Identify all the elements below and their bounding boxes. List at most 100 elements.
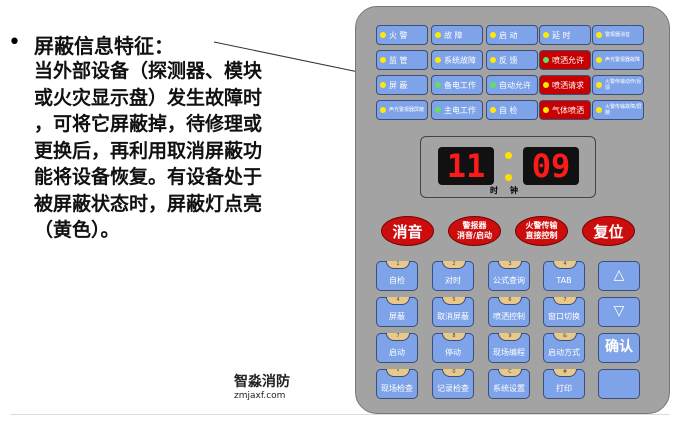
key-number: 0 [442, 369, 466, 377]
key-label: 现场编程 [493, 348, 525, 357]
watermark-name: 智淼消防 [234, 374, 290, 390]
key-label: 喷洒控制 [493, 312, 525, 321]
indicator-light: 备电工作 [431, 75, 483, 95]
key-number: 8 [442, 333, 466, 341]
indicator-light: 系统故障 [431, 50, 483, 70]
indicator-light: 火警传输故障/屏蔽 [592, 100, 644, 120]
keypad-key[interactable]: 6 喷洒控制 [488, 297, 530, 327]
indicator-light: 主电工作 [431, 100, 483, 120]
indicator-label: 备电工作 [444, 80, 476, 90]
indicator-light: 火警传输动作/反馈 [592, 75, 644, 95]
confirm-button[interactable]: 确认 [598, 333, 640, 363]
key-number: 2 [442, 261, 466, 269]
indicator-light: 喷洒允许 [539, 50, 591, 70]
key-number: 4 [553, 261, 577, 269]
key-label: 启动方式 [548, 348, 580, 357]
key-number: 3 [498, 261, 522, 269]
indicator-label: 喷洒请求 [552, 80, 584, 90]
key-label: 系统设置 [493, 384, 525, 393]
indicator-label: 系统故障 [444, 55, 476, 65]
key-number: 6 [498, 297, 522, 305]
led-icon [596, 32, 602, 38]
led-icon [543, 57, 549, 63]
down-arrow-button[interactable]: ▽ [598, 297, 640, 327]
up-arrow-button[interactable]: △ [598, 261, 640, 291]
keypad-key[interactable]: &启动方式 [543, 333, 585, 363]
led-icon [490, 82, 496, 88]
key-label: 对时 [445, 276, 461, 285]
red-function-button[interactable]: 复位 [582, 216, 635, 246]
indicator-light: 故 障 [431, 25, 483, 45]
led-icon [435, 57, 441, 63]
text-line: ，可将它屏蔽掉，待修理或 [34, 113, 263, 135]
indicator-label: 警报器消音 [605, 32, 631, 38]
keypad-key[interactable]: #打印 [543, 369, 585, 399]
key-label: 记录检查 [437, 384, 469, 393]
keypad-key[interactable]: 0 记录检查 [432, 369, 474, 399]
key-label: 窗口切换 [548, 312, 580, 321]
led-icon [435, 107, 441, 113]
led-icon [490, 32, 496, 38]
button-label: 复位 [593, 222, 624, 241]
indicator-light: 火 警 [376, 25, 428, 45]
key-label: 启动 [389, 348, 405, 357]
colon-dot [505, 152, 512, 159]
confirm-button[interactable] [598, 369, 640, 399]
keypad-key[interactable]: 3 公式查询 [488, 261, 530, 291]
key-number: 4 [386, 297, 410, 305]
keypad-key[interactable]: 7 启动 [376, 333, 418, 363]
keypad-key[interactable]: *现场检查 [376, 369, 418, 399]
indicator-light: 反 馈 [486, 50, 538, 70]
keypad-key[interactable]: 9 现场编程 [488, 333, 530, 363]
key-label: 现场检查 [381, 384, 413, 393]
keypad-key[interactable]: 2 对时 [432, 261, 474, 291]
key-label: 自检 [389, 276, 405, 285]
keypad-key[interactable]: 8 停动 [432, 333, 474, 363]
indicator-label: 声光警报器屏蔽 [389, 107, 425, 113]
divider [10, 414, 670, 415]
indicator-label: 声光警报器故障 [605, 57, 641, 63]
indicator-light: 警报器消音 [592, 25, 644, 45]
led-icon [490, 57, 496, 63]
text-line: 当外部设备（探测器、模块 [34, 60, 263, 82]
led-icon [435, 32, 441, 38]
led-icon [490, 107, 496, 113]
keypad-key[interactable]: C 系统设置 [488, 369, 530, 399]
indicator-light: 监 管 [376, 50, 428, 70]
indicator-label: 主电工作 [444, 105, 476, 115]
minutes-digits: 09 [523, 147, 579, 185]
description-text: 当外部设备（探测器、模块 或火灾显示盘）发生故障时 ，可将它屏蔽掉，待修理或 更… [34, 58, 324, 244]
indicator-light: 气体喷洒 [539, 100, 591, 120]
clock-label: 时钟 [490, 186, 530, 195]
button-label: 警报器 [462, 221, 487, 230]
key-label: 确认 [605, 339, 633, 355]
up-arrow-icon: △ [613, 267, 625, 283]
indicator-label: 延 时 [552, 30, 571, 40]
led-icon [380, 57, 386, 63]
indicator-label: 火警传输故障/屏蔽 [605, 104, 642, 116]
key-number: 7 [386, 333, 410, 341]
key-number: C [498, 369, 522, 377]
key-label: TAB [556, 276, 572, 285]
indicator-light: 屏 蔽 [376, 75, 428, 95]
led-icon [435, 82, 441, 88]
bullet: • [8, 30, 21, 55]
indicator-label: 火 警 [389, 30, 408, 40]
button-label: 直接控制 [525, 231, 558, 240]
red-function-button[interactable]: 消音 [381, 216, 434, 246]
red-function-button[interactable]: 火警传输直接控制 [515, 216, 568, 246]
indicator-light: 自 检 [486, 100, 538, 120]
button-label: 火警传输 [525, 221, 558, 230]
key-label: 停动 [445, 348, 461, 357]
led-icon [543, 32, 549, 38]
key-number: # [553, 369, 577, 377]
led-icon [543, 82, 549, 88]
key-number: 9 [498, 333, 522, 341]
red-function-button[interactable]: 警报器消音/启动 [448, 216, 501, 246]
key-label: 公式查询 [493, 276, 525, 285]
